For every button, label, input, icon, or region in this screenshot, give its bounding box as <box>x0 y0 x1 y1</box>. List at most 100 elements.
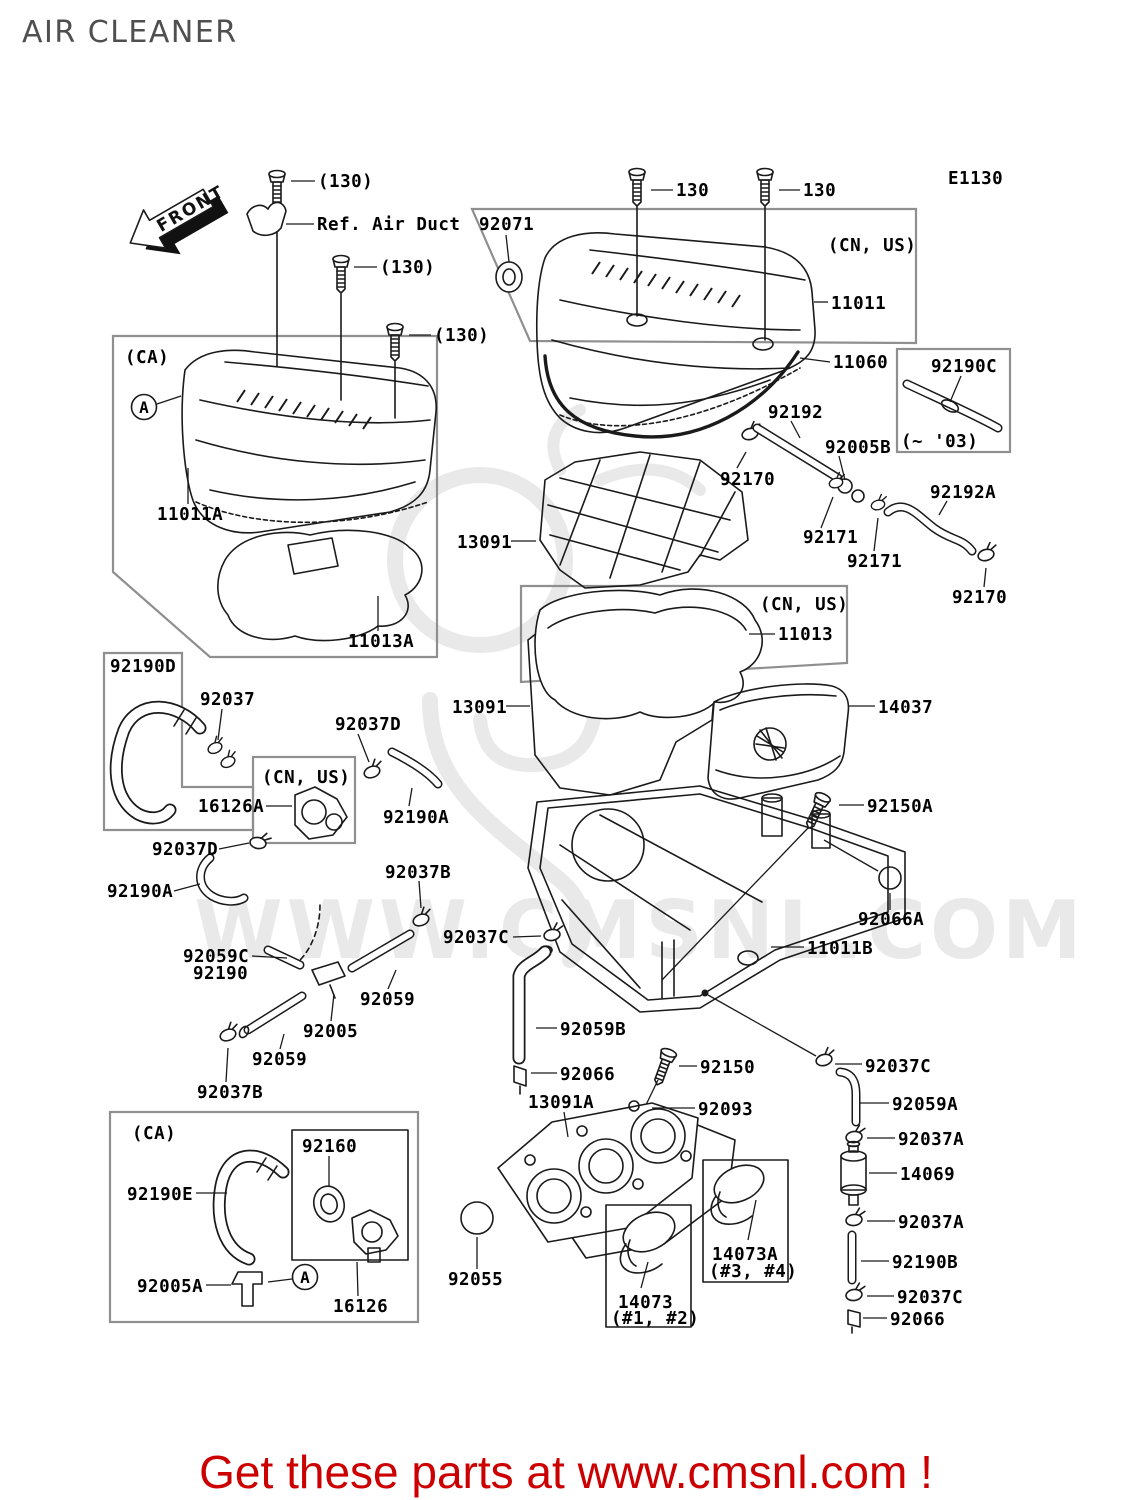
part-number-label[interactable]: 92171 <box>847 552 902 572</box>
part-number-label[interactable]: 92005 <box>303 1022 358 1042</box>
leader-line <box>357 733 370 763</box>
part-number-label[interactable]: 92160 <box>302 1137 357 1157</box>
leader-line <box>418 880 422 909</box>
part-number-label[interactable]: 92059B <box>560 1020 626 1040</box>
part-number-label[interactable]: 92005A <box>137 1277 203 1297</box>
air-duct-piece <box>246 201 287 237</box>
hose-92059b <box>512 945 552 1095</box>
part-number-label[interactable]: 92190A <box>107 882 173 902</box>
oring-92055 <box>460 1201 494 1235</box>
leader-line <box>279 1033 285 1050</box>
bolt-92150 <box>648 1046 679 1089</box>
part-number-label[interactable]: 92150A <box>867 797 933 817</box>
part-number-label[interactable]: 14069 <box>900 1165 955 1185</box>
part-number-label[interactable]: 130 <box>676 181 709 201</box>
part-number-label[interactable]: 92190 <box>193 964 248 984</box>
part-number-label[interactable]: 92005B <box>825 438 891 458</box>
region-box-ca-bottom <box>108 1110 420 1324</box>
part-number-label[interactable]: 92037 <box>200 690 255 710</box>
valve-92005a <box>231 1271 263 1307</box>
part-number-label[interactable]: 11013 <box>778 625 833 645</box>
region-box-ca-top <box>111 334 439 659</box>
part-number-label[interactable]: 92037A <box>898 1213 964 1233</box>
part-number-label[interactable]: 92037D <box>335 715 401 735</box>
part-number-label[interactable]: 92171 <box>803 528 858 548</box>
parts-drawing: FRONT <box>109 167 1003 1334</box>
part-number-label[interactable]: 92037C <box>443 928 509 948</box>
part-number-label[interactable]: 92190D <box>110 657 176 677</box>
part-number-label[interactable]: 92150 <box>700 1058 755 1078</box>
part-number-label[interactable]: 92059 <box>252 1050 307 1070</box>
part-number-label[interactable]: 11011 <box>831 294 886 314</box>
part-number-label[interactable]: 92170 <box>952 588 1007 608</box>
part-number-label[interactable]: 92059A <box>892 1095 958 1115</box>
part-number-label[interactable]: 14073 <box>618 1293 673 1313</box>
front-arrow: FRONT <box>129 182 228 255</box>
part-number-label[interactable]: 92037C <box>897 1288 963 1308</box>
footer-link-text[interactable]: Get these parts at www.cmsnl.com ! <box>199 1446 933 1498</box>
part-number-label[interactable]: 11013A <box>348 632 414 652</box>
part-number-label[interactable]: 92190B <box>892 1253 958 1273</box>
part-number-label[interactable]: 16126 <box>333 1297 388 1317</box>
gasket-11013a <box>217 529 423 642</box>
part-number-label[interactable]: 13091 <box>457 533 512 553</box>
separator-14069 <box>840 1140 867 1206</box>
hose-92190d <box>109 700 207 825</box>
part-number-label[interactable]: 92037A <box>898 1130 964 1150</box>
part-number-label[interactable]: 92066 <box>890 1310 945 1330</box>
page-title: AIR CLEANER <box>22 15 238 50</box>
part-number-label[interactable]: 92170 <box>720 470 775 490</box>
leader-line <box>820 496 834 529</box>
region-boxes <box>102 207 1012 1324</box>
filter-frame-13091-upper <box>539 451 749 589</box>
housing-11011b <box>527 785 906 1139</box>
part-number-label[interactable]: 92190A <box>383 808 449 828</box>
leader-line <box>563 1111 569 1138</box>
part-number-label[interactable]: 16126A <box>198 797 264 817</box>
leader-line <box>330 993 335 1022</box>
part-number-label[interactable]: 14037 <box>878 698 933 718</box>
leader-line <box>387 969 397 990</box>
part-number-label[interactable]: 92192 <box>768 403 823 423</box>
part-number-label[interactable]: 92037B <box>197 1083 263 1103</box>
cover-11011a: A <box>130 349 437 534</box>
leader-line <box>225 1047 229 1083</box>
region-box-92190c <box>895 347 1012 454</box>
part-number-label[interactable]: 130 <box>803 181 836 201</box>
part-number-label[interactable]: 92071 <box>479 215 534 235</box>
leader-line <box>873 517 879 552</box>
part-number-label[interactable]: 92066 <box>560 1065 615 1085</box>
part-number-label[interactable]: 92059C <box>183 947 249 967</box>
part-number-label[interactable]: 11011B <box>807 939 873 959</box>
leader-line <box>505 234 510 263</box>
part-number-label[interactable]: 13091 <box>452 698 507 718</box>
part-number-label[interactable]: 92037B <box>385 863 451 883</box>
annotation-label: (130) <box>380 258 435 278</box>
part-number-label[interactable]: 92093 <box>698 1100 753 1120</box>
part-number-label[interactable]: 92190E <box>127 1185 193 1205</box>
leader-line <box>790 420 801 439</box>
stack-14073-box <box>605 1204 692 1328</box>
part-number-label[interactable]: 92190C <box>931 357 997 377</box>
part-number-label[interactable]: 14073A <box>712 1245 778 1265</box>
bolt-130-icons <box>268 167 774 419</box>
part-number-label[interactable]: 13091A <box>528 1093 594 1113</box>
funnel-plate-13091a <box>497 1100 736 1259</box>
part-number-label[interactable]: 11011A <box>157 505 223 525</box>
part-number-label[interactable]: 92066A <box>858 910 924 930</box>
leader-line <box>218 842 250 850</box>
hose-92192-group <box>738 419 1000 564</box>
part-number-label[interactable]: 92037D <box>152 840 218 860</box>
part-number-label[interactable]: 92037C <box>865 1057 931 1077</box>
part-number-label[interactable]: 92192A <box>930 483 996 503</box>
part-number-label[interactable]: 11060 <box>833 353 888 373</box>
part-number-label[interactable]: 92059 <box>360 990 415 1010</box>
oring-92066a <box>878 866 902 890</box>
annotation-label: (CA) <box>125 348 169 368</box>
leader-line <box>512 935 542 938</box>
annotation-label: (CN, US) <box>760 595 848 615</box>
part-number-label[interactable]: 92055 <box>448 1270 503 1290</box>
annotation-label: Ref. Air Duct <box>317 215 460 235</box>
